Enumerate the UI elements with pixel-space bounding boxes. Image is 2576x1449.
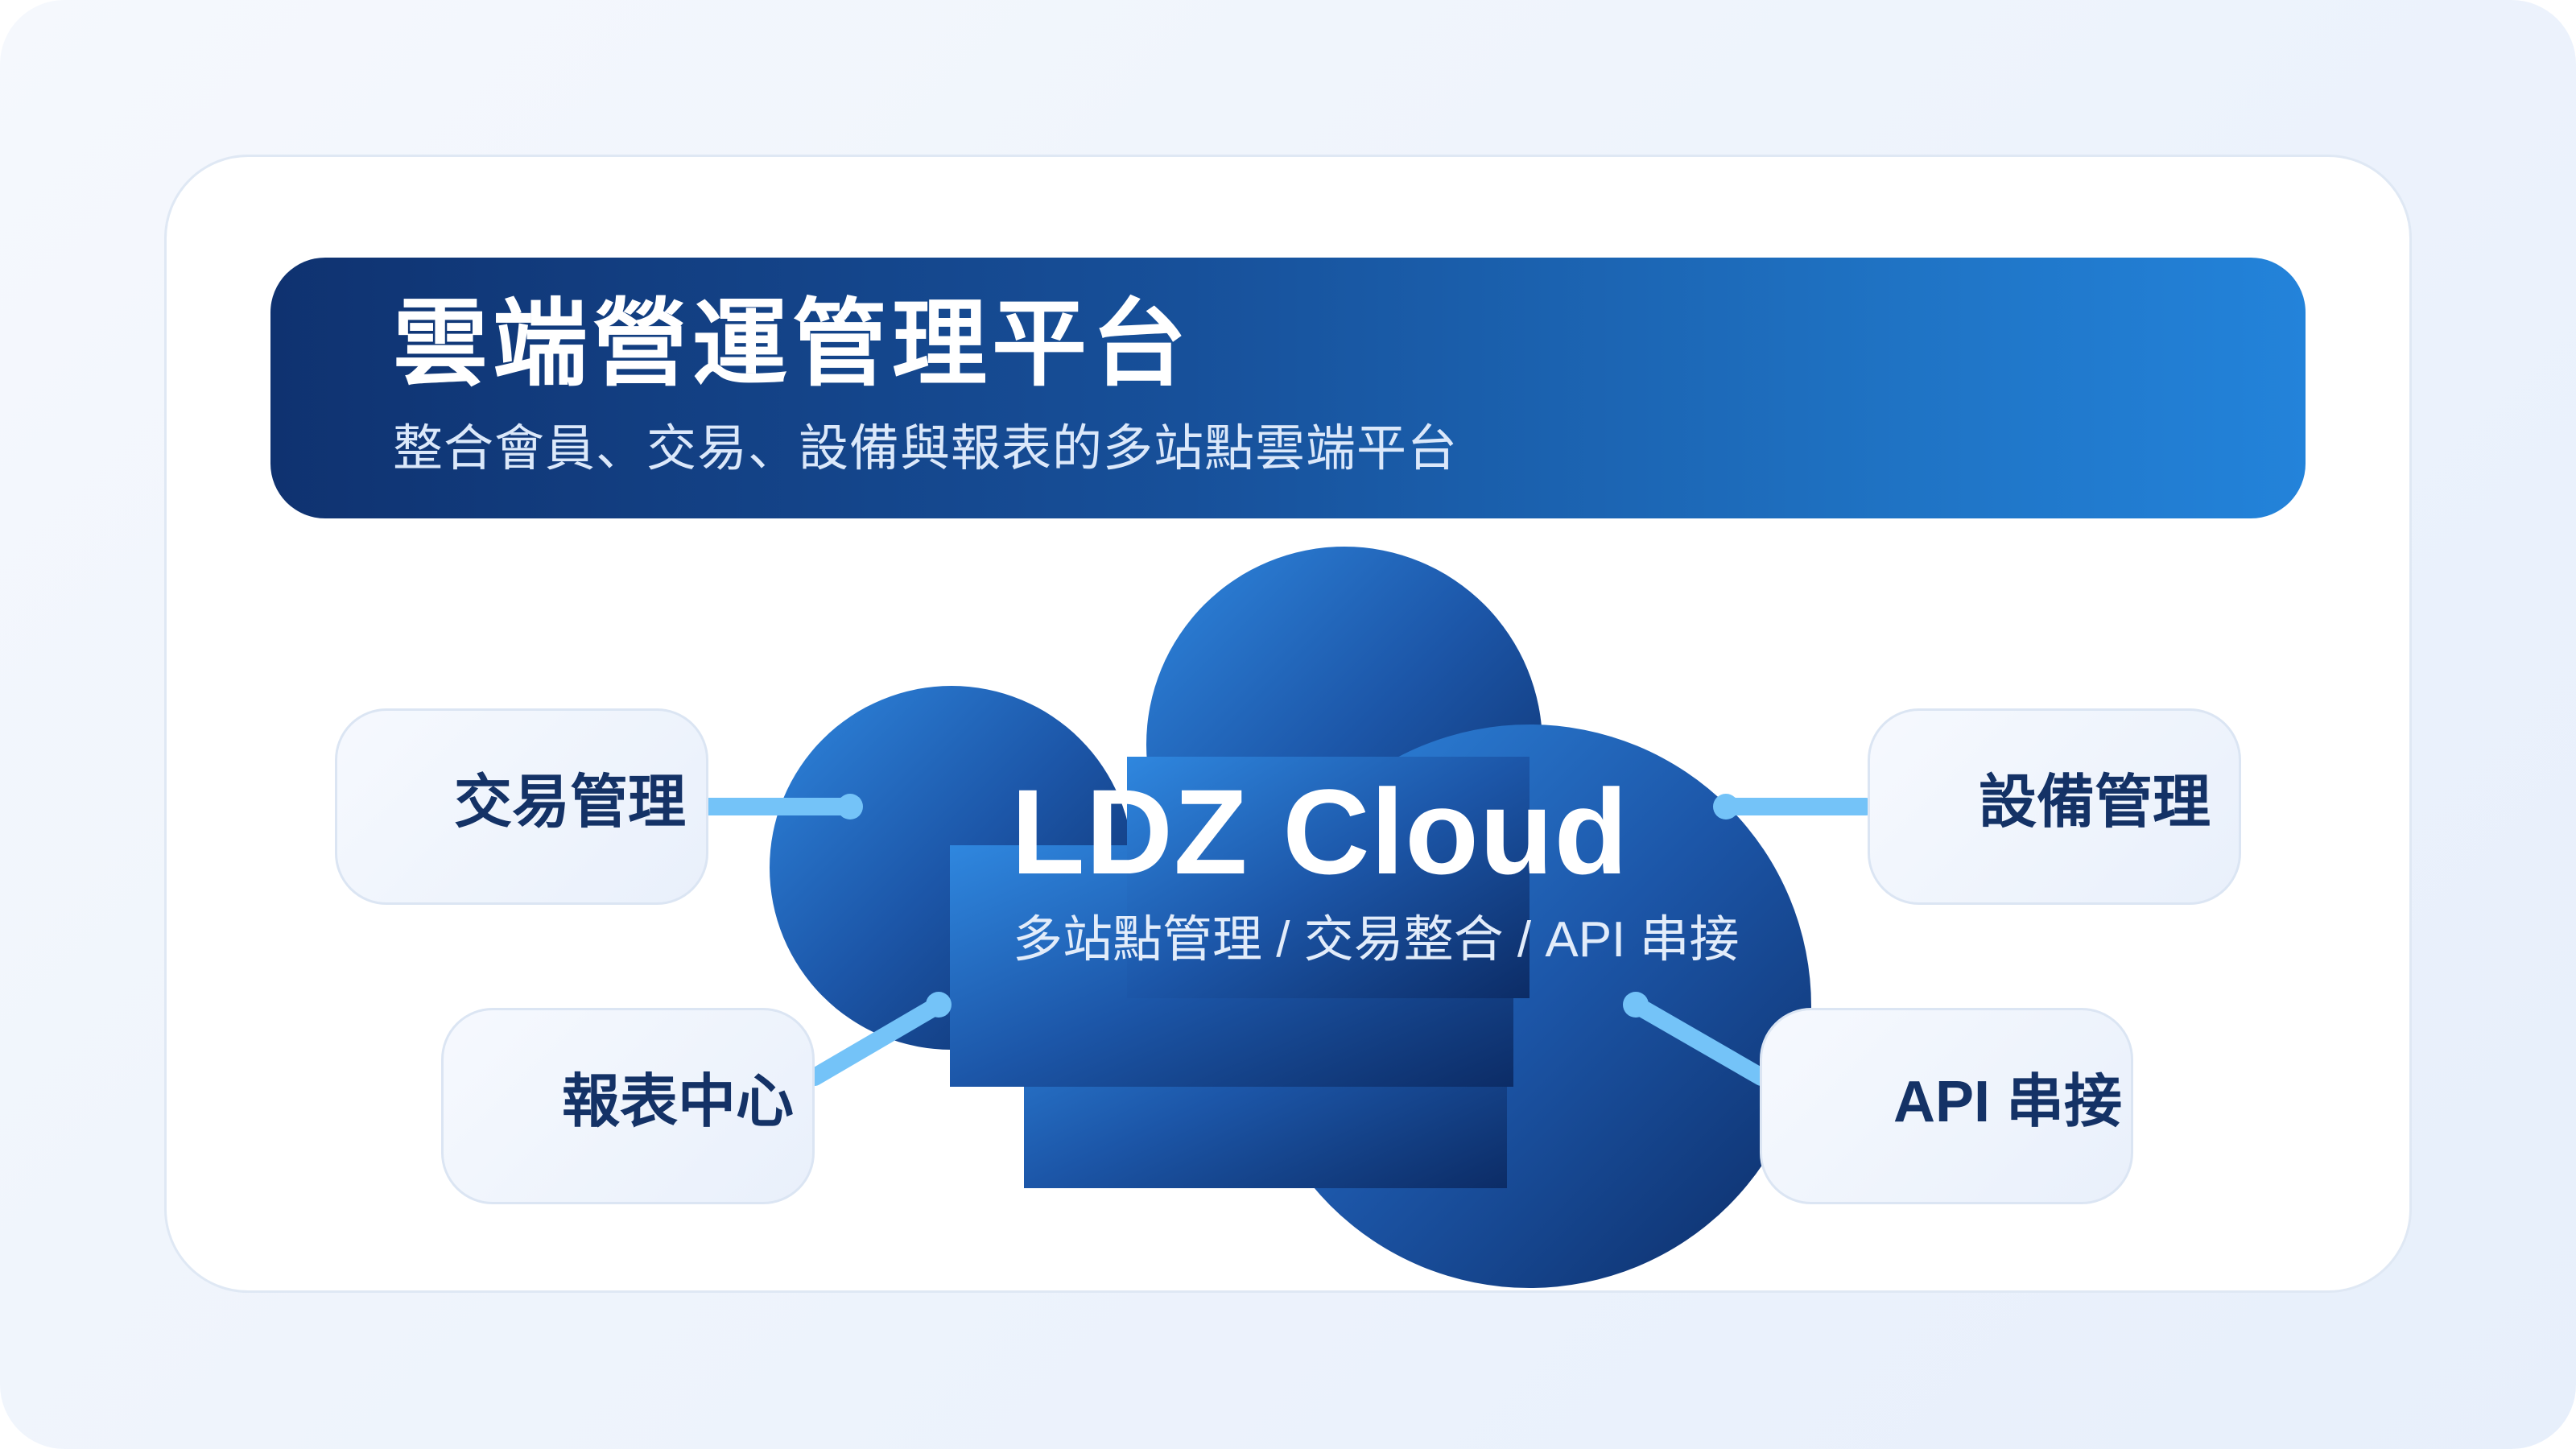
module-api-box xyxy=(1760,1008,2133,1204)
page-subtitle: 整合會員、交易、設備與報表的多站點雲端平台 xyxy=(393,421,1459,477)
cloud-shape xyxy=(770,547,1811,1288)
connector-devices-dot xyxy=(1713,794,1739,819)
connector-api-dot xyxy=(1623,992,1649,1018)
module-api-label: API 串接 xyxy=(1893,1070,2123,1134)
connectors xyxy=(698,794,1875,1086)
module-devices-box xyxy=(1868,708,2241,905)
page-title: 雲端營運管理平台 xyxy=(393,291,1192,398)
module-reports-label: 報表中心 xyxy=(562,1070,795,1134)
connector-reports xyxy=(806,996,947,1086)
cloud-subtitle: 多站點管理 / 交易整合 / API 串接 xyxy=(1013,912,1740,968)
connector-reports-dot xyxy=(926,992,952,1018)
connector-api xyxy=(1627,996,1770,1086)
cloud-title: LDZ Cloud xyxy=(1011,764,1629,899)
connector-transaction-dot xyxy=(837,794,863,819)
module-reports-box xyxy=(441,1008,815,1204)
module-transaction-box xyxy=(335,708,708,905)
module-devices-label: 設備管理 xyxy=(1979,770,2211,835)
header-banner xyxy=(270,258,2306,518)
module-transaction-label: 交易管理 xyxy=(454,770,687,835)
